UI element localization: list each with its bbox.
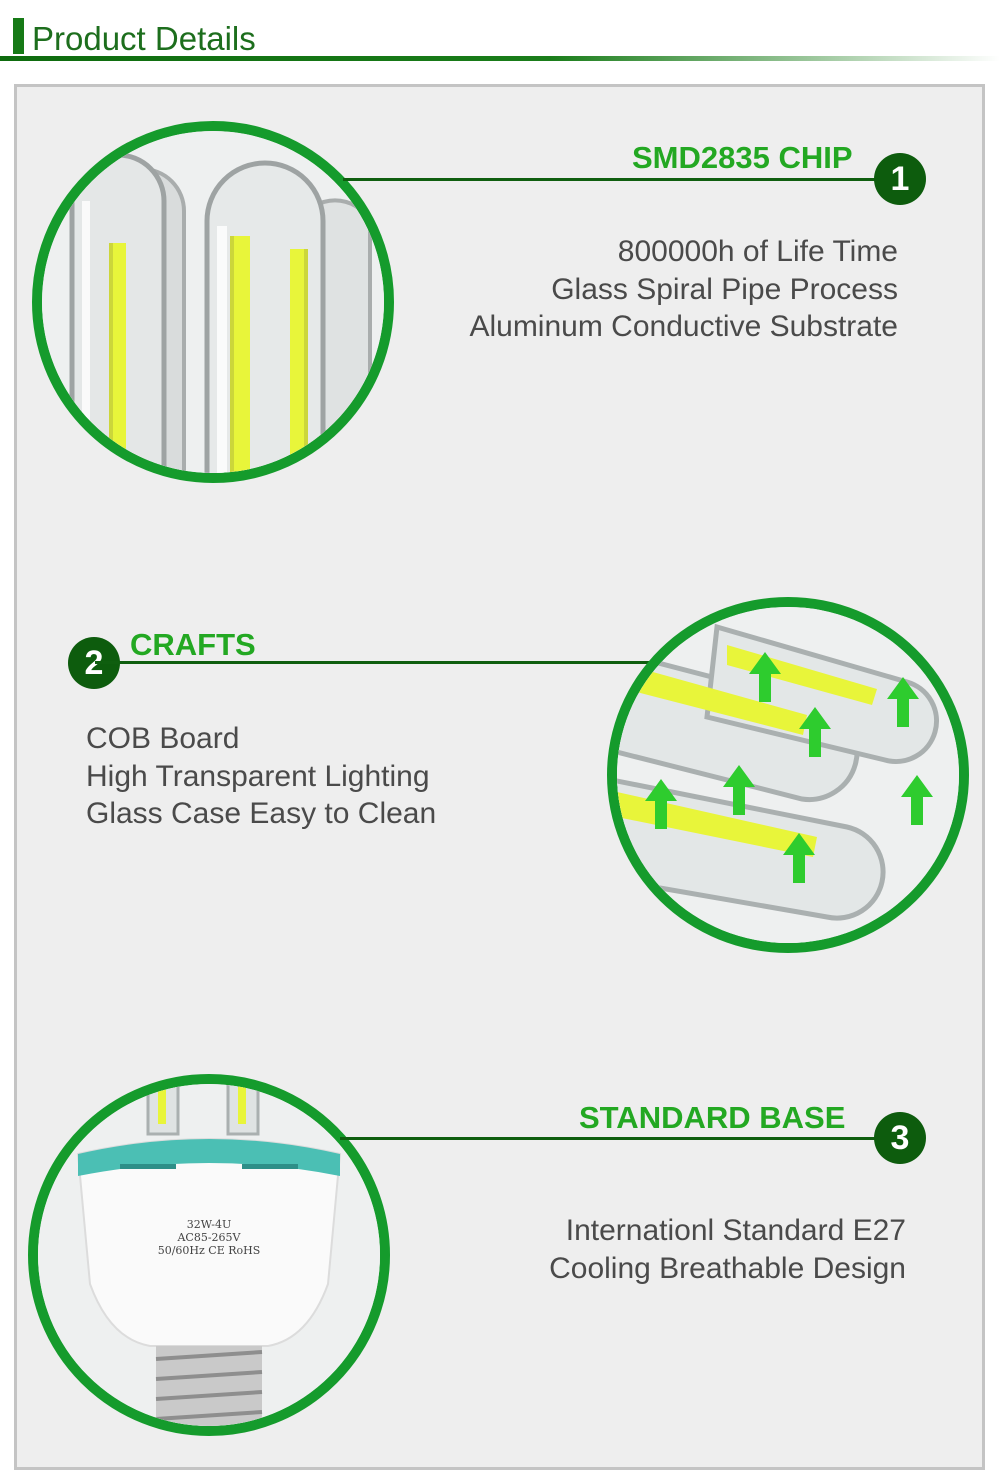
feature-3-line: Cooling Breathable Design <box>549 1251 906 1285</box>
glass-tubes-heat-arrows-illustration <box>617 607 959 943</box>
feature-3-title: STANDARD BASE <box>579 1100 846 1135</box>
feature-1-description: 800000h of Life Time Glass Spiral Pipe P… <box>469 233 898 346</box>
feature-3-connector-line <box>340 1137 900 1140</box>
header-accent-bar <box>13 18 24 54</box>
feature-2-line: Glass Case Easy to Clean <box>86 797 437 830</box>
header-underline <box>0 56 1000 61</box>
feature-1-title: SMD2835 CHIP <box>632 140 853 175</box>
feature-1-number-badge: 1 <box>874 153 926 205</box>
feature-3-line: Internationl Standard E27 <box>565 1214 906 1247</box>
feature-1-image <box>32 121 394 483</box>
base-label-line2: AC85-265V <box>176 1231 241 1244</box>
feature-2-description: COB Board High Transparent Lighting Glas… <box>86 720 436 833</box>
feature-1-connector-line <box>343 178 903 181</box>
feature-3-image: 32W-4U AC85-265V 50/60Hz CE RoHS <box>28 1074 390 1436</box>
base-label-line1: 32W-4U <box>187 1218 232 1231</box>
feature-1-line: Aluminum Conductive Substrate <box>469 310 898 343</box>
bulb-base-illustration: 32W-4U AC85-265V 50/60Hz CE RoHS <box>38 1084 380 1426</box>
feature-3-number-badge: 3 <box>874 1112 926 1164</box>
feature-2-title: CRAFTS <box>130 627 256 662</box>
feature-1-line: 800000h of Life Time <box>617 235 898 268</box>
feature-2-line: COB Board <box>86 722 240 755</box>
feature-1-line: Glass Spiral Pipe Process <box>551 272 898 306</box>
feature-3-description: Internationl Standard E27 Cooling Breath… <box>549 1212 906 1287</box>
feature-2-line: High Transparent Lighting <box>86 759 430 793</box>
page-title: Product Details <box>32 20 256 57</box>
led-tubes-closeup-illustration <box>42 131 384 473</box>
feature-2-image <box>607 597 969 953</box>
base-label-line3: 50/60Hz CE RoHS <box>158 1244 261 1257</box>
feature-2-connector-line <box>95 661 655 664</box>
